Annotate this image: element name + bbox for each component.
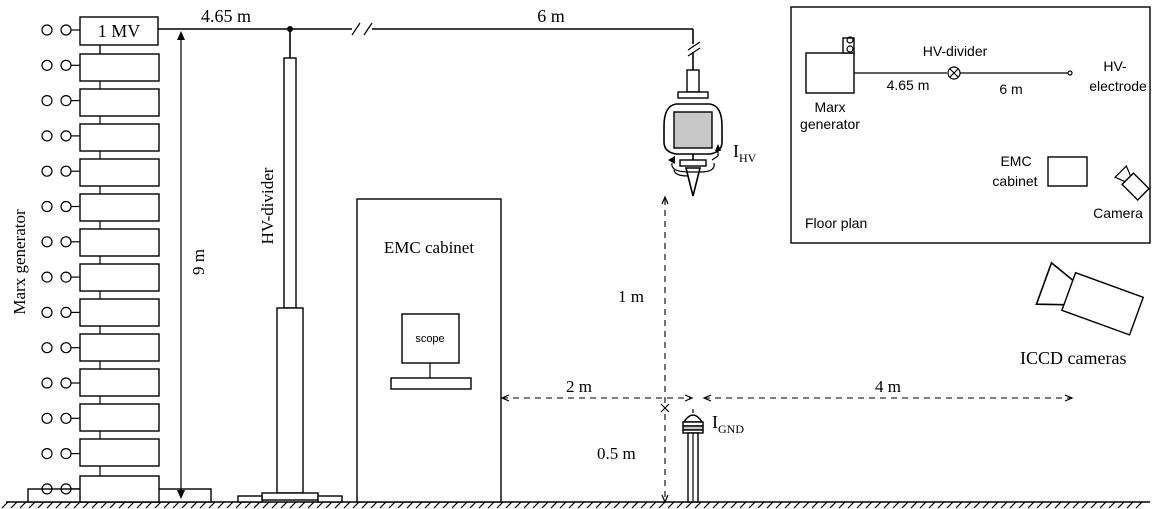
dist-4m-label: 4 m <box>875 377 901 396</box>
i-gnd-label: IGND <box>712 412 744 436</box>
marx-top-stage <box>79 16 159 46</box>
marx-capacitor-stage-icon <box>79 158 160 187</box>
capacitor-terminal-icon <box>41 165 53 177</box>
capacitor-terminal-icon <box>60 412 72 424</box>
fp-divider-label: HV-divider <box>923 43 988 59</box>
capacitor-terminals <box>41 24 80 495</box>
fp-title: Floor plan <box>805 215 867 231</box>
capacitor-terminal-icon <box>41 306 53 318</box>
capacitor-terminal-icon <box>41 59 53 71</box>
fp-marx-label-1: Marx <box>814 99 845 115</box>
emc-cabinet-label: EMC cabinet <box>384 238 474 257</box>
emc-cabinet: EMC cabinet scope <box>356 198 502 503</box>
marx-capacitor-stage-icon <box>79 53 160 82</box>
capacitor-terminal-icon <box>41 377 53 389</box>
gap-dimensions: 1 m 0.5 m 2 m 4 m <box>500 195 1074 504</box>
marx-capacitor-stage-icon <box>79 88 160 117</box>
hv-divider-column-icon: HV-divider <box>237 29 343 503</box>
capacitor-terminal-icon <box>60 271 72 283</box>
hv-electrode-icon: IHV <box>663 69 757 197</box>
gap-1m-label: 1 m <box>618 287 644 306</box>
capacitor-terminal-icon <box>60 306 72 318</box>
capacitor-terminal-icon <box>60 342 72 354</box>
capacitor-terminal-icon <box>41 130 53 142</box>
capacitor-terminal-icon <box>41 236 53 248</box>
fp-camera-label: Camera <box>1093 205 1143 221</box>
capacitor-terminal-icon <box>60 200 72 213</box>
capacitor-terminal-icon <box>41 200 53 213</box>
fp-camera-icon <box>1113 164 1150 201</box>
capacitor-terminal-icon <box>41 94 53 107</box>
fp-emc-box <box>1047 156 1088 187</box>
oscilloscope-icon: scope <box>390 313 472 390</box>
hv-conductor: 4.65 m 6 m <box>158 6 701 70</box>
capacitor-terminal-icon <box>60 59 72 71</box>
marx-voltage-label: 1 MV <box>98 21 141 41</box>
capacitor-terminal-icon <box>60 24 72 36</box>
capacitor-terminal-icon <box>41 24 53 36</box>
marx-capacitor-stage-icon <box>79 475 160 503</box>
marx-capacitor-stage-icon <box>79 193 160 222</box>
current-probe-icon <box>679 159 707 167</box>
capacitor-terminal-icon <box>60 130 72 142</box>
i-hv-label: IHV <box>733 141 757 165</box>
fp-dist-b-label: 6 m <box>999 81 1022 97</box>
capacitor-terminal-icon <box>41 342 53 354</box>
fp-emc-label-1: EMC <box>1000 153 1031 169</box>
marx-capacitor-stage-icon <box>79 438 160 467</box>
dist-marx-divider-label: 4.65 m <box>201 6 251 26</box>
hv-divider-label: HV-divider <box>258 167 277 244</box>
gap-05m-label: 0.5 m <box>597 444 636 463</box>
fp-electrode-label-1: HV- <box>1103 58 1127 74</box>
capacitor-terminal-icon <box>41 448 53 460</box>
marx-capacitor-stage-icon <box>79 298 160 327</box>
ground-electrode-icon: IGND <box>682 409 744 503</box>
height-9m-label: 9 m <box>189 249 208 275</box>
capacitor-terminal-icon <box>41 271 53 283</box>
fp-electrode-label-2: electrode <box>1089 78 1147 94</box>
marx-capacitor-stage-icon <box>79 123 160 152</box>
fp-marx-box <box>805 52 855 94</box>
marx-capacitor-stage-icon <box>79 333 160 362</box>
floor-plan-inset: Marx generator HV-divider 4.65 m 6 m HV-… <box>790 6 1151 244</box>
capacitor-terminal-icon <box>60 236 72 248</box>
capacitor-terminal-icon <box>41 483 53 495</box>
height-dimension: 9 m <box>177 31 208 499</box>
capacitor-terminal-icon <box>60 448 72 460</box>
marx-generator-label: Marx generator <box>10 209 29 315</box>
dist-divider-electrode-label: 6 m <box>537 6 565 26</box>
fp-marx-label-2: generator <box>800 116 860 132</box>
capacitor-terminal-icon <box>60 165 72 177</box>
marx-stages <box>79 45 160 503</box>
marx-capacitor-stage-icon <box>79 368 160 397</box>
iccd-camera-icon <box>1035 261 1145 336</box>
marx-capacitor-stage-icon <box>79 403 160 432</box>
capacitor-terminal-icon <box>60 377 72 389</box>
ground-hatch-icon <box>1 501 1150 509</box>
fp-dist-a-label: 4.65 m <box>887 77 930 93</box>
marx-capacitor-stage-icon <box>79 228 160 257</box>
marx-generator: 1 MV Marx generator <box>10 16 212 503</box>
marx-capacitor-stage-icon <box>79 263 160 292</box>
dist-2m-label: 2 m <box>566 377 592 396</box>
capacitor-terminal-icon <box>41 412 53 424</box>
scope-label: scope <box>415 333 444 345</box>
fp-emc-label-2: cabinet <box>992 173 1037 189</box>
iccd-cameras-label: ICCD cameras <box>1020 348 1126 368</box>
capacitor-terminal-icon <box>60 94 72 107</box>
